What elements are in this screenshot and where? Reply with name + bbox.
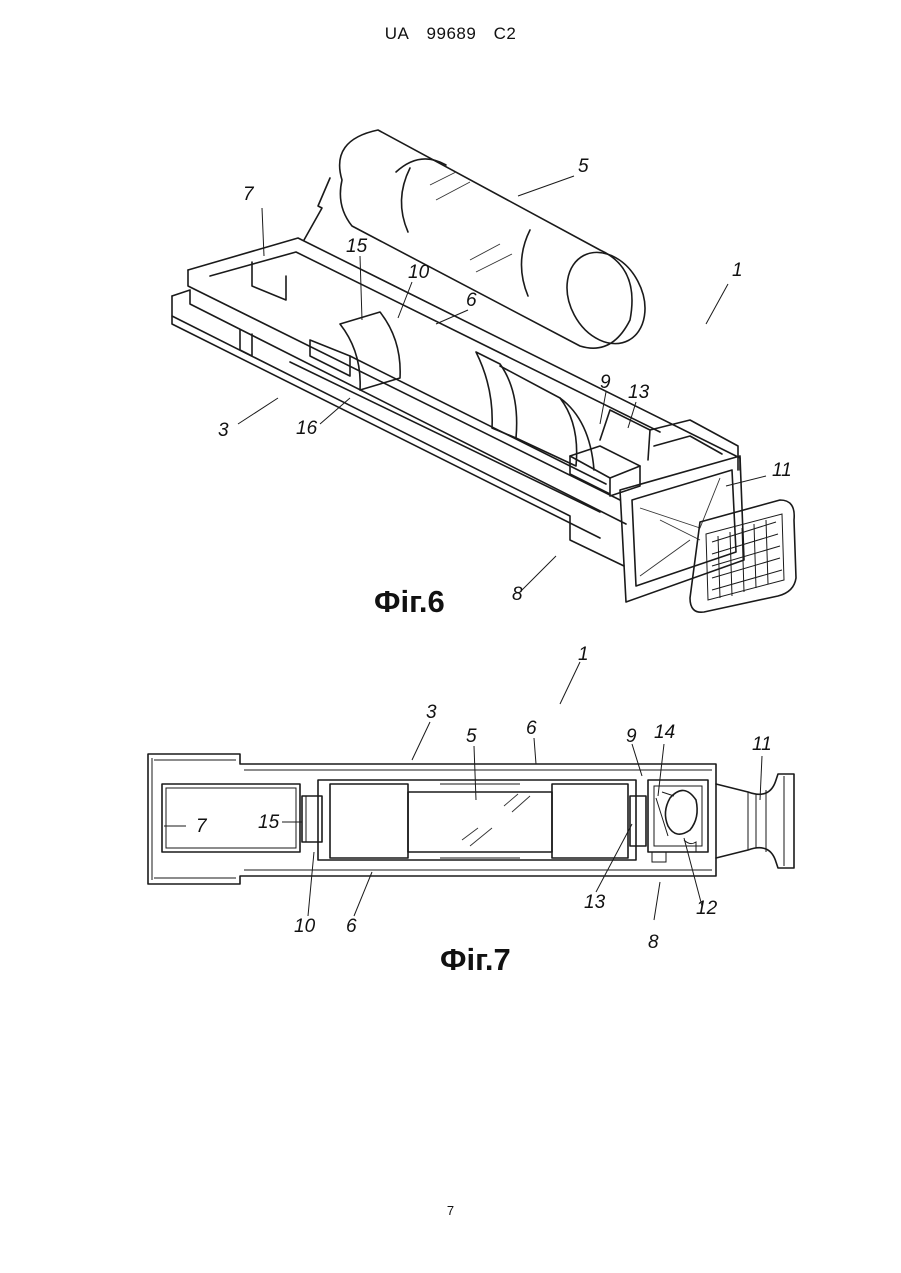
ref-11-fig7: 11 [752,734,772,755]
ref-1-fig7: 1 [578,644,589,665]
ref-10-fig7: 10 [294,916,316,937]
figure-6-caption: Фіг.6 [374,584,445,619]
ref-8-fig6: 8 [512,584,523,605]
ref-8-fig7: 8 [648,932,659,953]
ref-15-fig7: 15 [258,812,280,833]
ref-6-fig6: 6 [466,290,477,311]
patent-header: UA 99689 C2 [0,24,901,44]
figure-7-drawing: 1 3 5 6 9 14 11 7 15 10 6 13 12 8 Фіг.7 [0,640,901,980]
ref-9-fig6: 9 [600,372,611,393]
ref-12-fig7: 12 [696,898,718,919]
figure-7-caption: Фіг.7 [440,942,511,977]
figure-7-leaders [164,662,762,920]
figure-6-drawing: 7 5 15 10 6 1 3 16 9 13 11 8 Фіг.6 [0,110,901,630]
ref-5-fig7: 5 [466,726,477,747]
ref-11-fig6: 11 [772,460,792,481]
ref-15-fig6: 15 [346,236,368,257]
ref-9-fig7: 9 [626,726,637,747]
header-country: UA [385,24,410,43]
ref-3-fig6: 3 [218,420,229,441]
tray-top-view [148,754,794,884]
figure-6-leaders [238,176,766,590]
ref-5-fig6: 5 [578,156,589,177]
header-number: 99689 [427,24,477,43]
page-number: 7 [0,1203,901,1218]
ref-13-fig7: 13 [584,892,606,913]
ref-7-fig6: 7 [243,184,255,205]
ref-10-fig6: 10 [408,262,430,283]
ref-3-fig7: 3 [426,702,437,723]
ref-14-fig7: 14 [654,722,675,743]
ref-16-fig6: 16 [296,418,318,439]
ref-1-fig6: 1 [732,260,743,281]
header-kind: C2 [494,24,517,43]
tray-body-drawing [172,238,796,612]
ref-6-fig7-bottom: 6 [346,916,357,937]
ref-6-fig7-top: 6 [526,718,537,739]
ref-13-fig6: 13 [628,382,650,403]
ref-7-fig7: 7 [196,816,208,837]
